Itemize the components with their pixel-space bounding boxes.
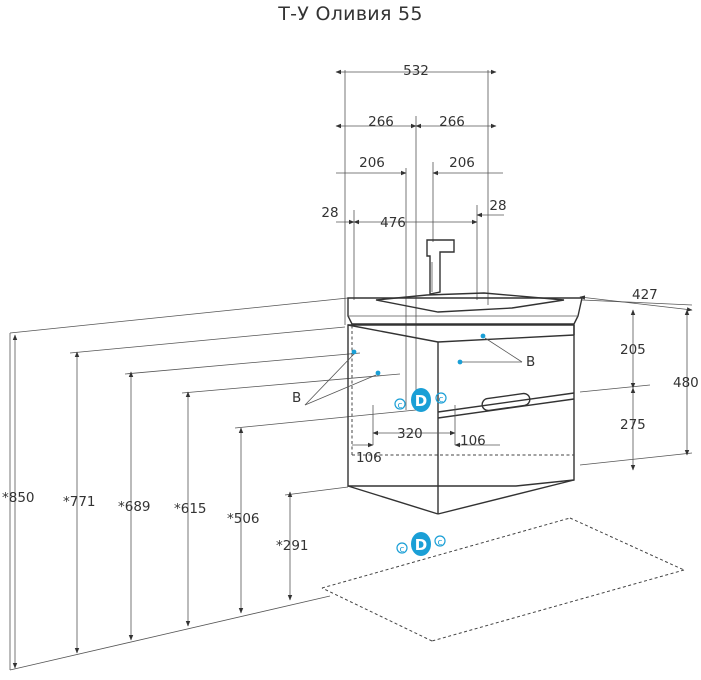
height-dimensions: *850 *771 *689 *615 *506 *291 xyxy=(2,334,309,669)
c-right-lower: c xyxy=(438,538,443,548)
c-left-upper: c xyxy=(398,401,403,411)
vanity-unit xyxy=(347,239,583,515)
dim-106-left: 106 xyxy=(356,450,382,466)
connection-marker-upper: c D c xyxy=(394,388,447,412)
dim-850: *850 xyxy=(2,490,35,506)
b-label-left: B xyxy=(292,390,301,406)
dim-506: *506 xyxy=(227,511,260,527)
dim-480: 480 xyxy=(673,375,699,391)
dim-615: *615 xyxy=(174,501,207,517)
dim-28-left: 28 xyxy=(321,205,338,221)
dim-28-right: 28 xyxy=(489,198,506,214)
dim-320: 320 xyxy=(397,426,423,442)
b-label-right: B xyxy=(526,354,535,370)
dim-266-left: 266 xyxy=(368,114,394,130)
connection-marker-lower: c D c xyxy=(396,532,446,556)
dim-771: *771 xyxy=(63,494,96,510)
lower-dimensions: 320 106 106 xyxy=(352,405,500,466)
top-dimensions: 532 266 266 206 206 28 476 28 xyxy=(321,63,507,410)
d-upper: D xyxy=(415,392,427,410)
dim-106-right: 106 xyxy=(460,433,486,449)
dim-206-right: 206 xyxy=(449,155,475,171)
d-lower: D xyxy=(415,536,427,554)
diagram-title: Т-У Оливия 55 xyxy=(278,3,423,25)
b-markers: B B xyxy=(292,333,535,406)
c-right-upper: c xyxy=(439,395,444,405)
dim-206-left: 206 xyxy=(359,155,385,171)
dim-532: 532 xyxy=(403,63,429,79)
dim-205: 205 xyxy=(620,342,646,358)
right-dimensions: 427 205 275 480 xyxy=(579,287,699,471)
dim-266-right: 266 xyxy=(439,114,465,130)
floor-outline xyxy=(321,517,685,642)
dim-275: 275 xyxy=(620,417,646,433)
dim-689: *689 xyxy=(118,499,151,515)
wall-lines xyxy=(9,297,693,671)
dim-476: 476 xyxy=(380,215,406,231)
dim-291: *291 xyxy=(276,538,309,554)
dim-427: 427 xyxy=(632,287,658,303)
c-left-lower: c xyxy=(400,545,405,555)
